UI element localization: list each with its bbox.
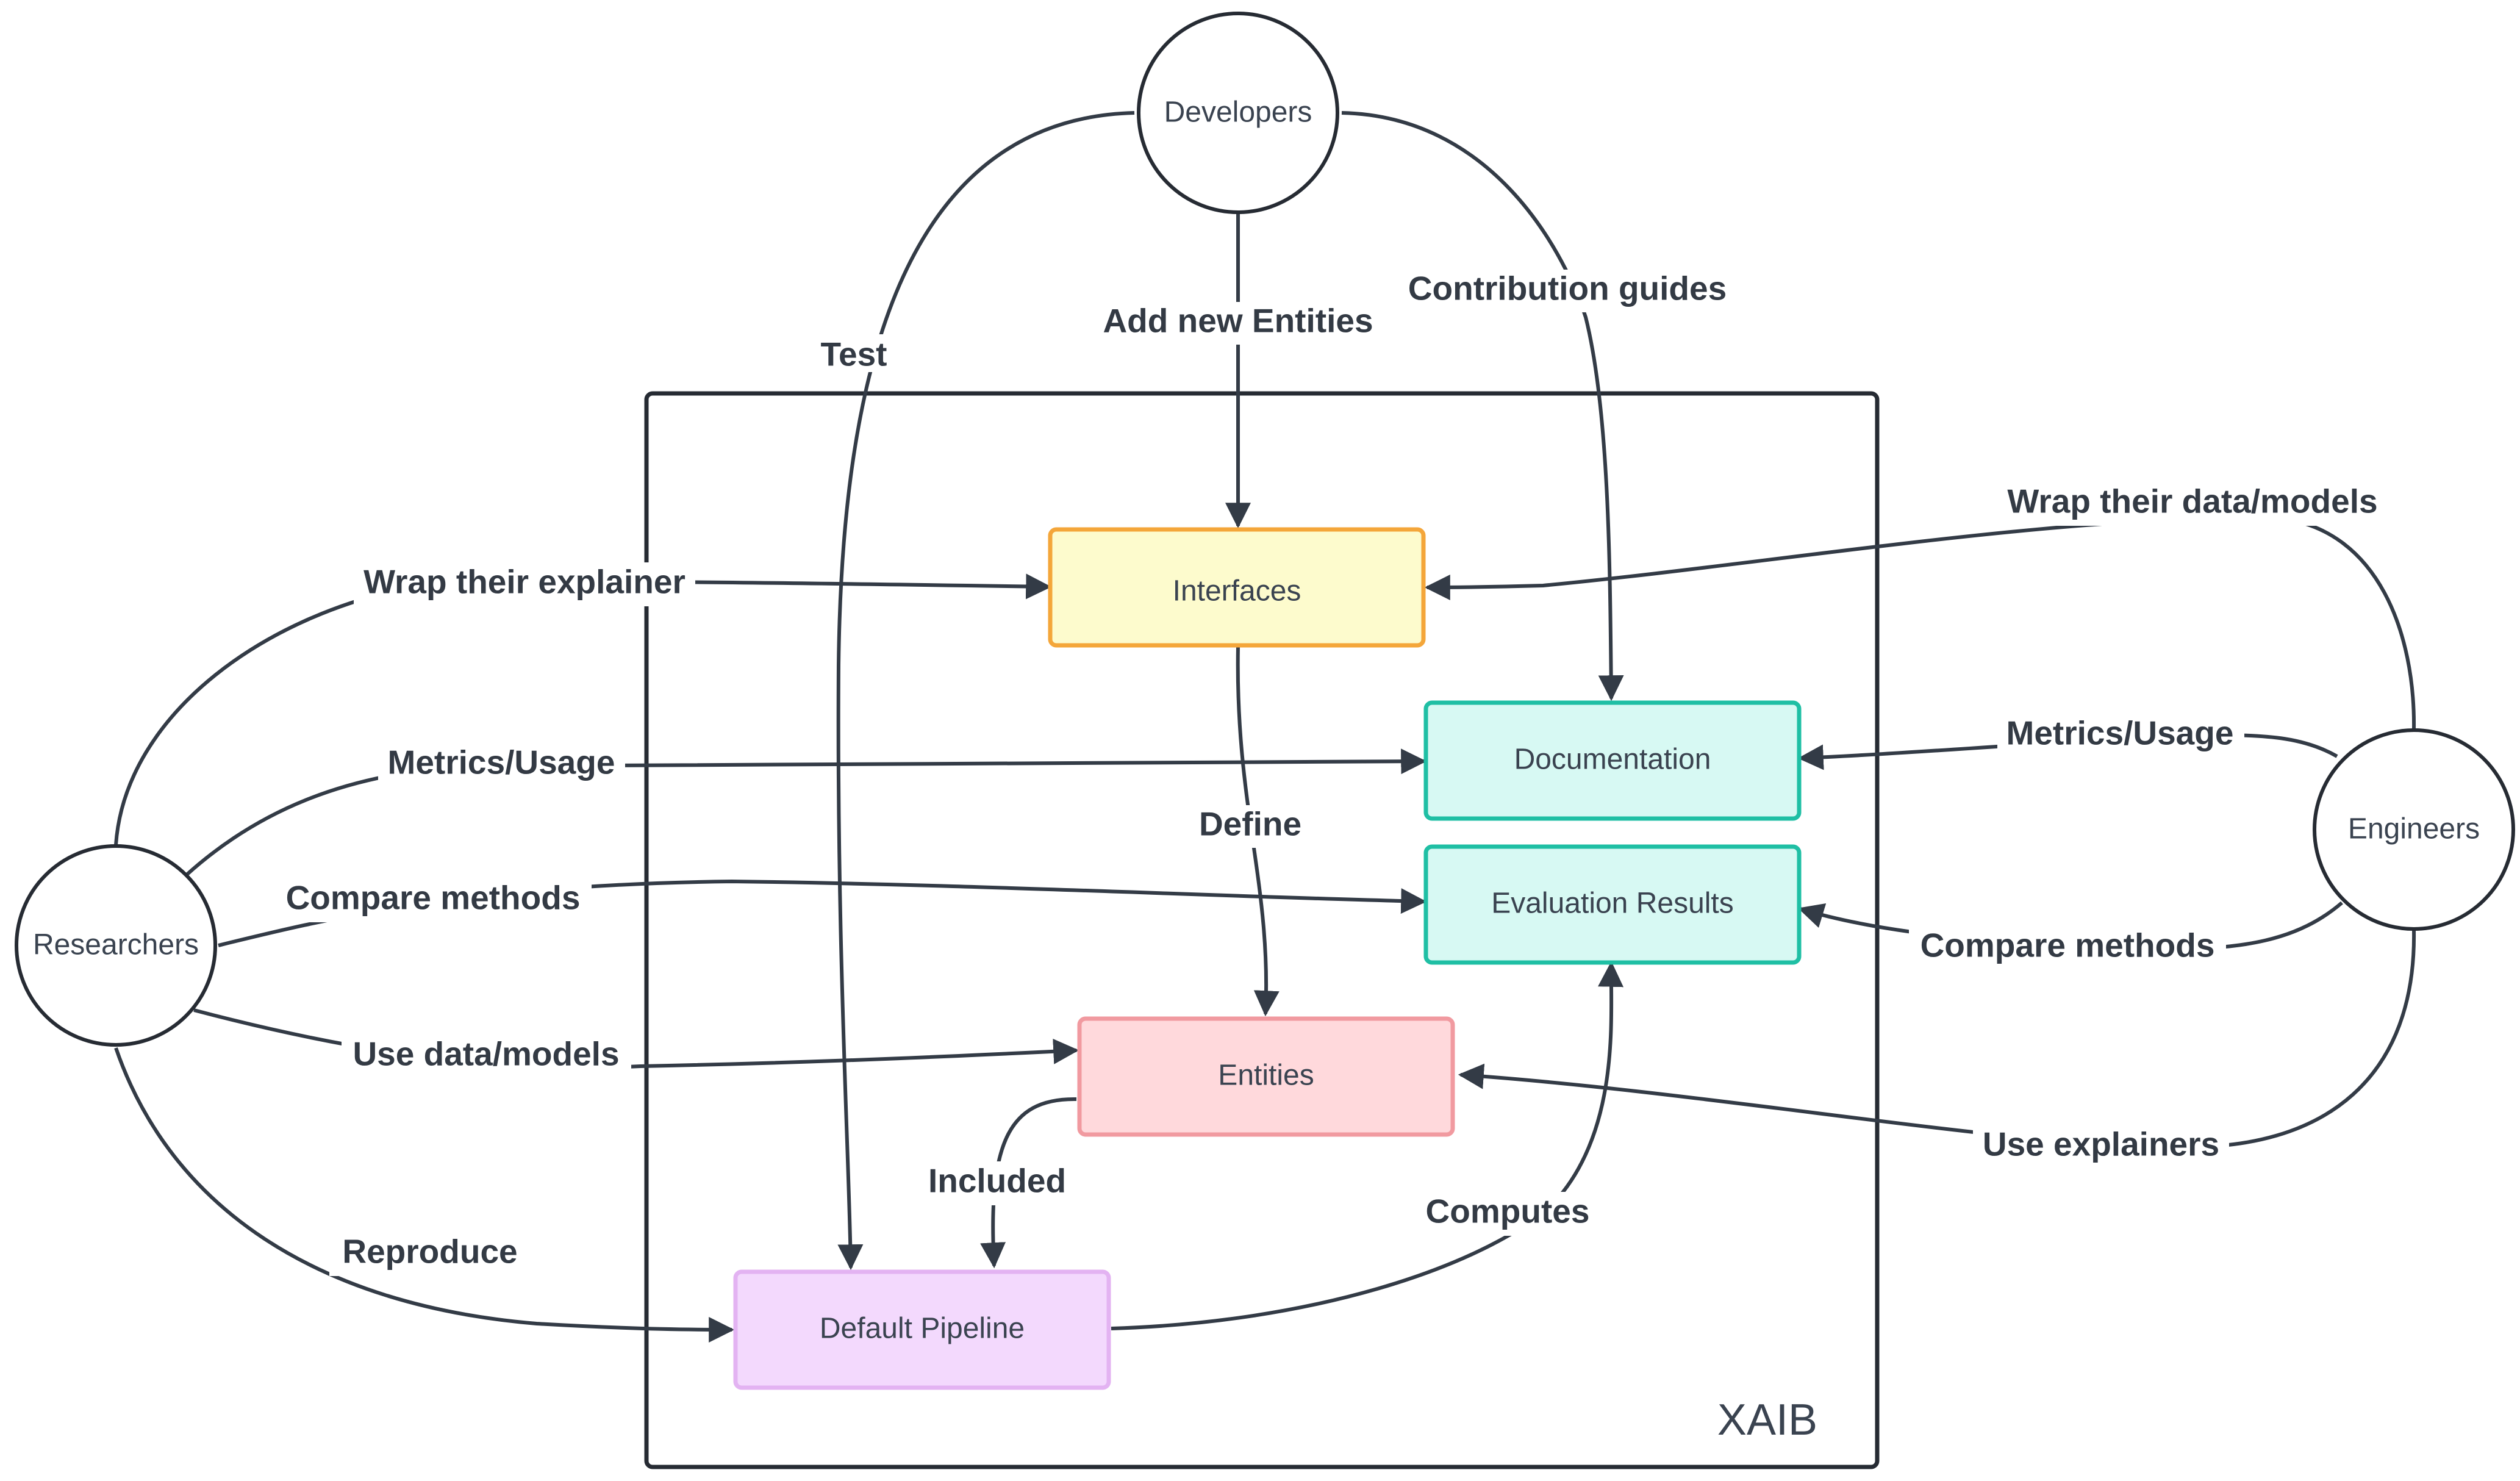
- default-pipeline-box: Default Pipeline: [733, 1269, 1111, 1390]
- edge-included: [980, 1097, 1077, 1269]
- edge-reproduce: [114, 1047, 735, 1343]
- svg-text:Entities: Entities: [1218, 1060, 1314, 1092]
- label-test: Test: [814, 334, 893, 373]
- documentation-box: Documentation: [1423, 700, 1802, 821]
- edge-metrics-usage-left: [184, 748, 1427, 877]
- svg-text:Add new Entities: Add new Entities: [1103, 302, 1373, 340]
- svg-text:Metrics/Usage: Metrics/Usage: [388, 744, 615, 781]
- label-computes: Computes: [1415, 1192, 1601, 1236]
- svg-text:Wrap their data/models: Wrap their data/models: [2007, 482, 2377, 520]
- svg-text:Define: Define: [1199, 805, 1301, 843]
- label-contribution-guides: Contribution guides: [1394, 270, 1741, 312]
- svg-text:Engineers: Engineers: [2348, 813, 2480, 845]
- label-define: Define: [1189, 805, 1311, 848]
- svg-text:Computes: Computes: [1426, 1192, 1590, 1230]
- svg-text:Interfaces: Interfaces: [1173, 575, 1301, 608]
- svg-text:Compare methods: Compare methods: [1920, 927, 2215, 964]
- label-included: Included: [918, 1161, 1076, 1205]
- svg-text:Metrics/Usage: Metrics/Usage: [2006, 714, 2234, 752]
- svg-text:Wrap their explainer: Wrap their explainer: [363, 563, 685, 601]
- edge-test: [836, 111, 1135, 1271]
- evaluation-results-box: Evaluation Results: [1423, 844, 1802, 965]
- svg-text:Reproduce: Reproduce: [342, 1233, 517, 1271]
- edge-contribution-guides: [1341, 111, 1624, 701]
- edge-wrap-their-data-models: [1424, 516, 2416, 730]
- engineers-actor: Engineers: [2313, 728, 2515, 931]
- label-reproduce: Reproduce: [329, 1232, 531, 1276]
- svg-text:Developers: Developers: [1164, 96, 1312, 129]
- label-compare-methods-left: Compare methods: [274, 878, 592, 922]
- label-metrics-usage-left: Metrics/Usage: [378, 743, 625, 787]
- entities-box: Entities: [1077, 1016, 1455, 1137]
- label-add-new-entities: Add new Entities: [1092, 302, 1384, 345]
- svg-text:Default Pipeline: Default Pipeline: [820, 1313, 1025, 1345]
- svg-text:Use data/models: Use data/models: [353, 1035, 619, 1073]
- svg-text:Included: Included: [928, 1162, 1066, 1200]
- edge-use-data-models: [193, 1008, 1079, 1070]
- researchers-actor: Researchers: [15, 844, 217, 1047]
- developers-actor: Developers: [1137, 12, 1339, 214]
- svg-text:Documentation: Documentation: [1514, 744, 1711, 776]
- svg-text:Contribution guides: Contribution guides: [1408, 270, 1727, 307]
- label-metrics-usage-right: Metrics/Usage: [1997, 714, 2244, 758]
- interfaces-box: Interfaces: [1048, 527, 1426, 648]
- svg-text:Evaluation Results: Evaluation Results: [1491, 888, 1734, 920]
- svg-text:Researchers: Researchers: [33, 929, 199, 961]
- xaib-container-label: XAIB: [1717, 1396, 1817, 1444]
- svg-text:Test: Test: [820, 335, 887, 373]
- label-use-explainers: Use explainers: [1973, 1125, 2229, 1169]
- label-wrap-their-explainer: Wrap their explainer: [354, 562, 695, 606]
- svg-text:Use explainers: Use explainers: [1983, 1125, 2219, 1163]
- label-use-data-models: Use data/models: [342, 1035, 631, 1078]
- label-compare-methods-right: Compare methods: [1909, 926, 2226, 970]
- label-wrap-their-data-models: Wrap their data/models: [1997, 482, 2388, 526]
- svg-text:Compare methods: Compare methods: [286, 879, 581, 917]
